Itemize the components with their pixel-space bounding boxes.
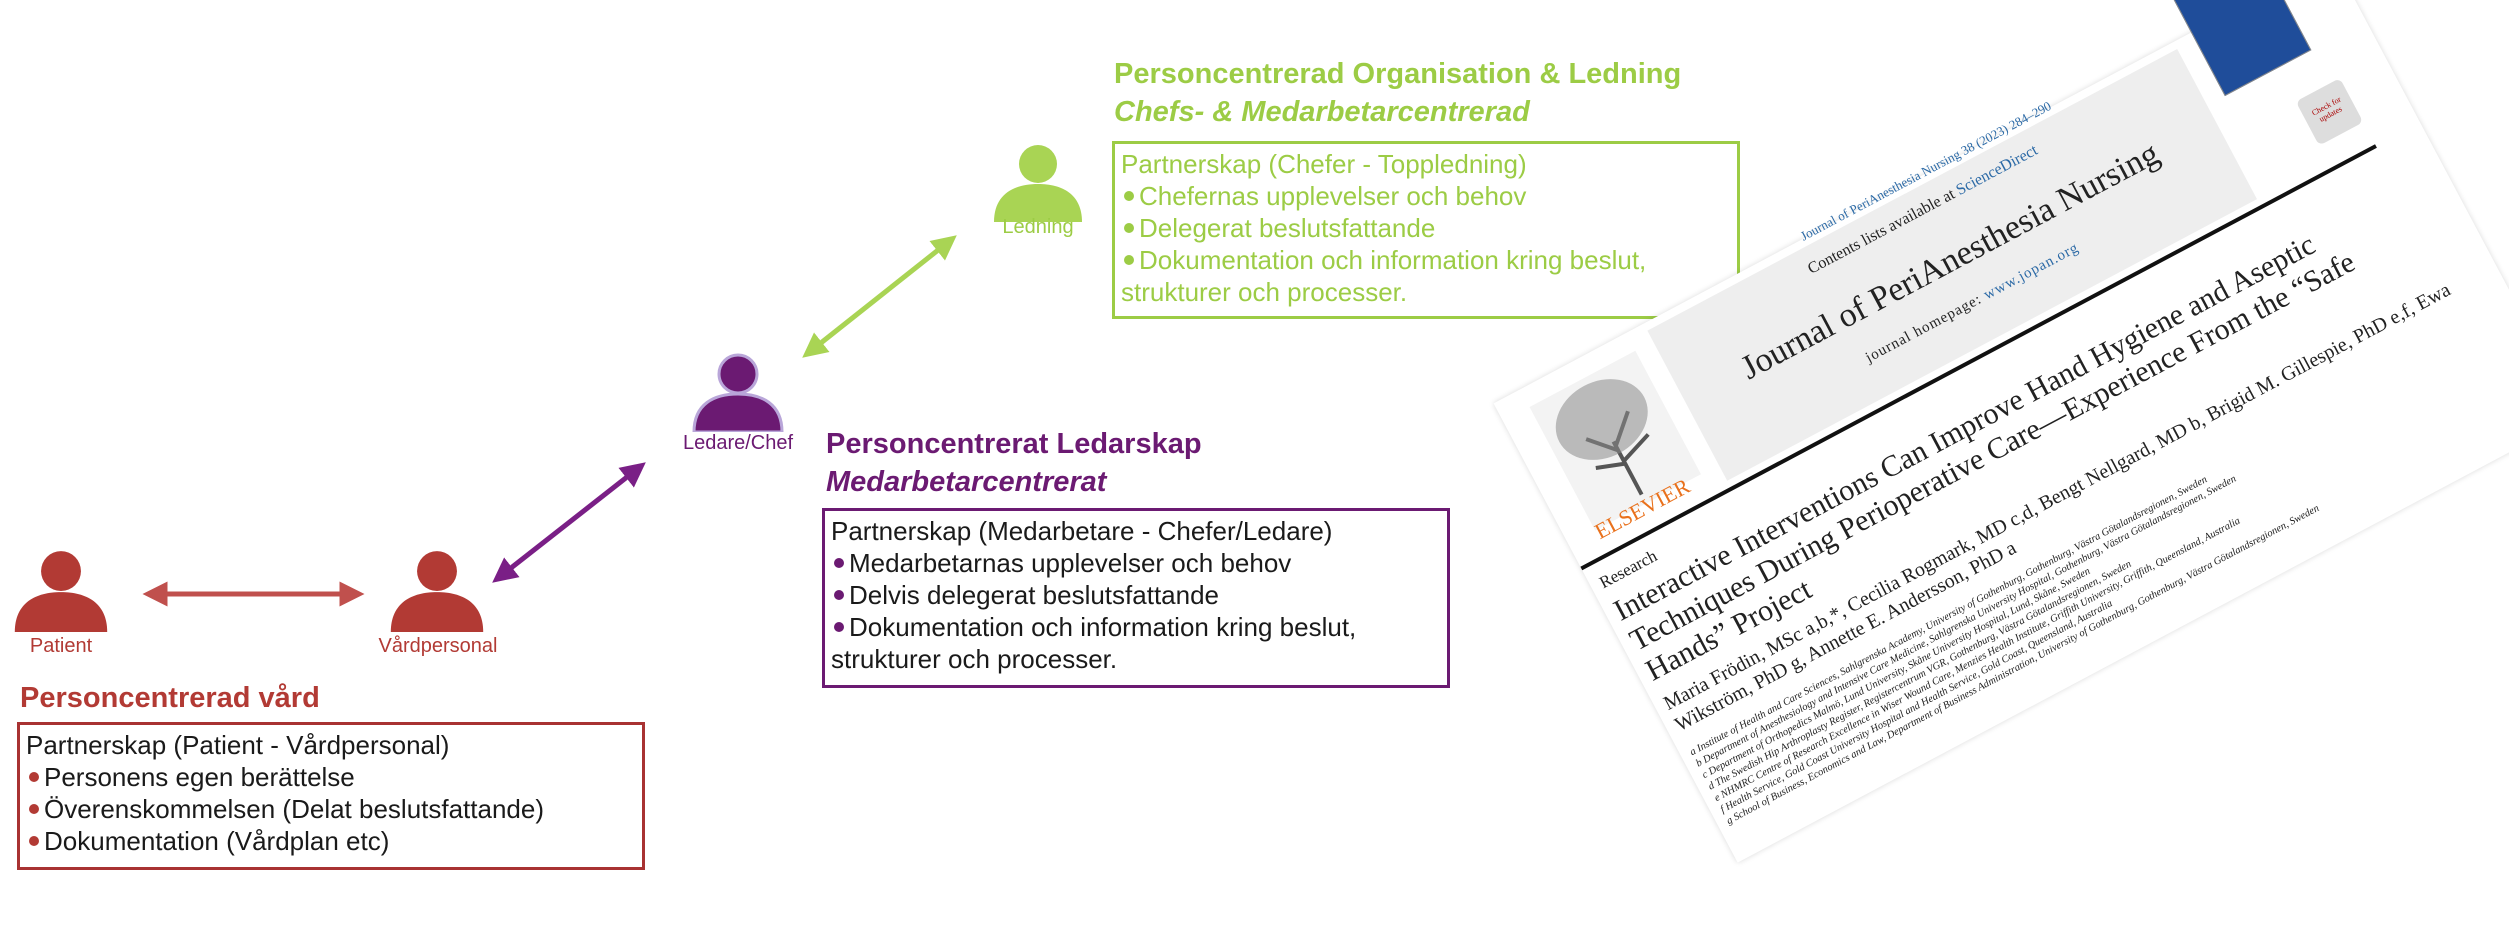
ledarskap-title: Personcentrerat Ledarskap xyxy=(826,428,1202,460)
article-image: Check for updates ELSEVIER Journal of Pe… xyxy=(1493,0,2509,863)
list-item: Chefernas upplevelser och behov xyxy=(1121,180,1731,212)
vard-header: Partnerskap (Patient - Vårdpersonal) xyxy=(26,730,450,760)
patient-node xyxy=(8,548,114,632)
organisation-subtitle: Chefs- & Medarbetarcentrerad xyxy=(1114,96,1530,128)
list-item: Dokumentation och information kring besl… xyxy=(1121,244,1731,308)
ledarskap-list: Medarbetarnas upplevelser och behov Delv… xyxy=(831,547,1441,675)
person-icon xyxy=(994,145,1082,222)
ledare-label: Ledare/Chef xyxy=(682,432,794,454)
ledarskap-header: Partnerskap (Medarbetare - Chefer/Ledare… xyxy=(831,516,1333,546)
list-item: Dokumentation och information kring besl… xyxy=(831,611,1441,675)
ledning-node xyxy=(986,142,1090,222)
organisation-box: Partnerskap (Chefer - Toppledning) Chefe… xyxy=(1112,141,1740,319)
person-icon xyxy=(692,353,784,432)
check-updates-label: Check for updates xyxy=(2310,94,2344,124)
list-item: Dokumentation (Vårdplan etc) xyxy=(26,825,636,857)
arrow-vardpersonal-ledare xyxy=(492,462,646,583)
list-item: Överenskommelsen (Delat beslutsfattande) xyxy=(26,793,636,825)
ledarskap-subtitle: Medarbetarcentrerat xyxy=(826,466,1107,498)
list-item: Delvis delegerat beslutsfattande xyxy=(831,579,1441,611)
list-item: Delegerat beslutsfattande xyxy=(1121,212,1731,244)
ledning-label: Ledning xyxy=(1002,216,1074,238)
patient-label: Patient xyxy=(29,635,93,657)
check-updates-badge: Check for updates xyxy=(2295,78,2364,146)
vard-title: Personcentrerad vård xyxy=(20,682,320,714)
list-item: Personens egen berättelse xyxy=(26,761,636,793)
person-icon xyxy=(390,551,484,632)
vard-box: Partnerskap (Patient - Vårdpersonal) Per… xyxy=(17,722,645,870)
organisation-list: Chefernas upplevelser och behov Delegera… xyxy=(1121,180,1731,308)
organisation-title: Personcentrerad Organisation & Ledning xyxy=(1114,58,1682,90)
vardpersonal-label: Vårdpersonal xyxy=(378,635,498,657)
list-item: Medarbetarnas upplevelser och behov xyxy=(831,547,1441,579)
vardpersonal-node xyxy=(384,548,490,632)
elsevier-tree-logo xyxy=(1529,350,1702,531)
ledare-node xyxy=(686,352,790,432)
arrow-ledare-ledning xyxy=(802,235,957,358)
organisation-header: Partnerskap (Chefer - Toppledning) xyxy=(1121,149,1527,179)
vard-list: Personens egen berättelse Överenskommels… xyxy=(26,761,636,857)
person-icon xyxy=(14,551,108,632)
ledarskap-box: Partnerskap (Medarbetare - Chefer/Ledare… xyxy=(822,508,1450,688)
